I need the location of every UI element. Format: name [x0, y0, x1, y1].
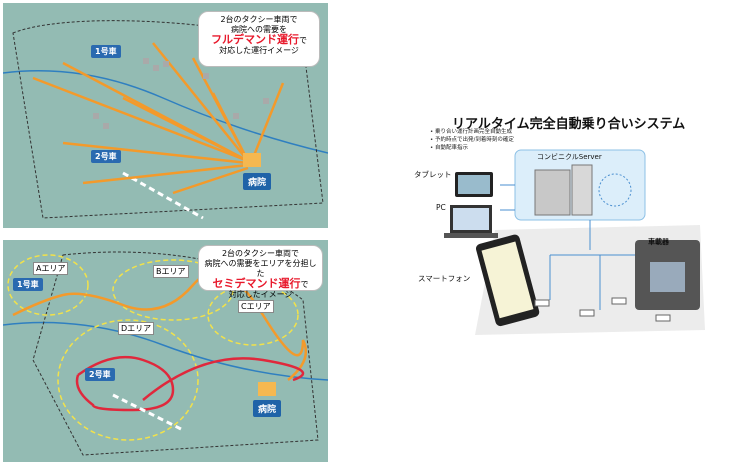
system-bullets: • 乗り合い運行計画完全自動生成 • 予約時点で出発/到着時刻の確定 • 自動配…: [430, 129, 514, 151]
map-full-demand: 2台のタクシー車両で 病院への需要を フルデマンド運行で 対応した運行イメージ …: [3, 3, 328, 228]
system-title: リアルタイム完全自動乗り合いシステム: [452, 117, 686, 132]
server-rack-icon: [534, 164, 593, 216]
car2-label: 2号車: [91, 150, 121, 163]
pc-icon: [444, 205, 498, 238]
map-semi-demand: 2台のタクシー車両で 病院への需要をエリアを分担した セミデマンド運行で 対応し…: [3, 240, 328, 462]
callout-full-demand: 2台のタクシー車両で 病院への需要を フルデマンド運行で 対応した運行イメージ: [198, 11, 320, 67]
area-c-label: Cエリア: [238, 300, 274, 313]
car1-label: 1号車: [91, 45, 121, 58]
hospital-label: 病院: [253, 400, 282, 417]
car1-label: 1号車: [13, 278, 43, 291]
device-label-pc: PC: [436, 203, 446, 212]
area-b-label: Bエリア: [153, 265, 189, 278]
server-label: コンビニクルServer: [537, 153, 602, 161]
tablet-icon: [455, 172, 493, 197]
smartphone-icon: [476, 234, 540, 327]
area-d-label: Dエリア: [118, 322, 155, 335]
device-label-smartphone: スマートフォン: [418, 274, 471, 283]
area-a-label: Aエリア: [33, 262, 69, 275]
device-label-tablet: タブレット: [414, 170, 452, 179]
car2-label: 2号車: [85, 368, 115, 381]
hospital-label: 病院: [243, 173, 272, 190]
callout-semi-demand: 2台のタクシー車両で 病院への需要をエリアを分担した セミデマンド運行で 対応し…: [198, 245, 323, 299]
car-device-label: 車載器: [648, 238, 669, 246]
